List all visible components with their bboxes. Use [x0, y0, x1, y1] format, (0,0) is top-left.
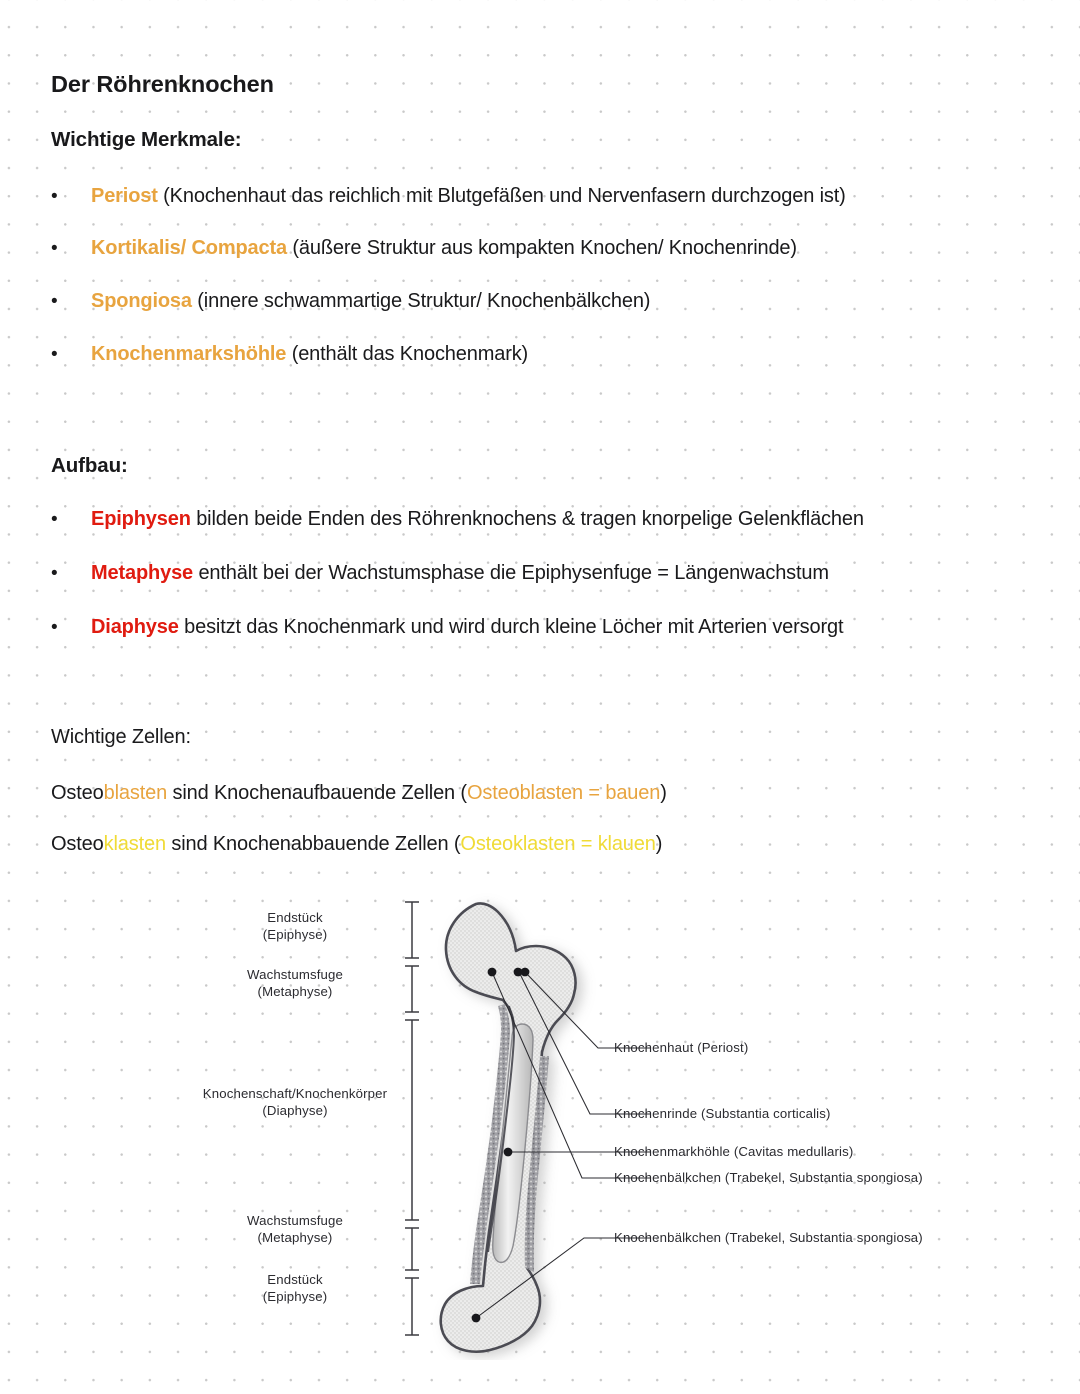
term-spongiosa-description: (innere schwammartige Struktur/ Knochenb… — [191, 290, 651, 312]
osteoklasten-mnemonic: Osteoklasten = klauen — [460, 833, 656, 855]
fig-left-label-metaphyse-top: Wachstumsfuge (Metaphyse) — [247, 967, 343, 1001]
label-line-2: (Metaphyse) — [257, 983, 333, 999]
section-heading-merkmale: Wichtige Merkmale: — [51, 128, 242, 151]
fig-left-label-diaphyse: Knochenschaft/Knochenkörper (Diaphyse) — [203, 1086, 387, 1120]
osteoblasten-middle: sind Knochenaufbauende Zellen ( — [167, 782, 467, 804]
osteoklasten-prefix: Osteo — [51, 833, 104, 855]
osteoblasten-mnemonic: Osteoblasten = bauen — [466, 782, 661, 804]
fig-left-label-epiphyse-bottom: Endstück (Epiphyse) — [263, 1272, 328, 1306]
section-heading-aufbau: Aufbau: — [51, 454, 128, 477]
fig-right-label-knochenrinde: Knochenrinde (Substantia corticalis) — [614, 1106, 831, 1121]
dot-spongiosa-distal — [471, 1313, 481, 1323]
leader-lines — [475, 971, 650, 1319]
osteoklasten-line: Osteoklasten sind Knochenabbauende Zelle… — [51, 833, 662, 856]
term-knochenmarkshoehle: Knochenmarkshöhle — [91, 343, 287, 365]
label-line-1: Endstück — [267, 1272, 323, 1287]
bone-illustration-svg — [405, 901, 650, 1353]
bullet-marker: • — [51, 291, 58, 312]
term-diaphyse: Diaphyse — [91, 616, 179, 638]
label-line-2: (Epiphyse) — [262, 926, 328, 942]
bullet-marker: • — [51, 344, 58, 365]
osteoklasten-close-paren: ) — [655, 833, 663, 855]
list-item: • Spongiosa (innere schwammartige Struktu… — [51, 290, 650, 313]
osteoblasten-close-paren: ) — [660, 782, 667, 804]
term-periost: Periost — [91, 185, 158, 207]
bone-figure: Endstück (Epiphyse) Wachstumsfuge (Metap… — [0, 880, 1080, 1360]
bullet-marker: • — [51, 563, 58, 584]
fig-right-label-knochenbaelkchen-distal: Knochenbälkchen (Trabekel, Substantia sp… — [614, 1230, 923, 1245]
term-metaphyse-description: enthält bei der Wachstumsphase die Epiph… — [193, 562, 829, 584]
fig-right-label-knochenhaut: Knochenhaut (Periost) — [614, 1040, 749, 1055]
fig-right-label-knochenbaelkchen-proximal: Knochenbälkchen (Trabekel, Substantia sp… — [614, 1170, 923, 1185]
femur-drawing — [439, 902, 577, 1353]
list-item: • Metaphyse enthält bei der Wachstumsphas… — [51, 562, 829, 585]
osteoblasten-line: Osteoblasten sind Knochenaufbauende Zell… — [51, 782, 667, 805]
term-knochenmarkshoehle-description: (enthält das Knochenmark) — [286, 343, 529, 365]
osteoklasten-middle: sind Knochenabbauende Zellen ( — [165, 833, 461, 855]
term-kortikalis-description: (äußere Struktur aus kompakten Knochen/ … — [286, 237, 797, 259]
section-heading-zellen: Wichtige Zellen: — [51, 726, 191, 748]
osteoklasten-suffix: klasten — [103, 833, 166, 855]
bullet-marker: • — [51, 186, 58, 207]
list-item: • Periost (Knochenhaut das reichlich mit … — [51, 185, 846, 208]
term-epiphysen-description: bilden beide Enden des Röhrenknochens & … — [190, 508, 864, 530]
page-title: Der Röhrenknochen — [51, 71, 274, 97]
bracket-scale — [405, 901, 419, 1336]
term-diaphyse-description: besitzt das Knochenmark und wird durch k… — [178, 616, 844, 638]
term-kortikalis: Kortikalis/ Compacta — [91, 237, 287, 259]
list-item: • Epiphysen bilden beide Enden des Röhren… — [51, 508, 864, 531]
dot-knochenrinde — [513, 967, 523, 977]
osteoblasten-suffix: blasten — [103, 782, 168, 804]
list-item: • Kortikalis/ Compacta (äußere Struktur a… — [51, 237, 797, 260]
label-line-1: Endstück — [267, 910, 323, 925]
fig-right-label-knochenmarkhoehle: Knochenmarkhöhle (Cavitas medullaris) — [614, 1144, 854, 1159]
label-line-2: (Diaphyse) — [262, 1102, 328, 1118]
leader-dots — [471, 967, 530, 1323]
label-line-1: Wachstumsfuge — [246, 1213, 344, 1228]
bullet-marker: • — [51, 238, 58, 259]
osteoblasten-prefix: Osteo — [51, 782, 104, 804]
term-epiphysen: Epiphysen — [91, 508, 191, 530]
term-spongiosa: Spongiosa — [91, 290, 192, 312]
label-line-1: Wachstumsfuge — [246, 967, 344, 982]
bullet-marker: • — [51, 509, 58, 530]
label-line-2: (Metaphyse) — [257, 1229, 333, 1245]
list-item: • Knochenmarkshöhle (enthält das Knochenm… — [51, 343, 528, 366]
term-periost-description: (Knochenhaut das reichlich mit Blutgefäß… — [157, 185, 846, 207]
fig-left-label-epiphyse-top: Endstück (Epiphyse) — [263, 910, 328, 944]
dot-knochenhaut — [520, 967, 530, 977]
label-line-1: Knochenschaft/Knochenkörper — [202, 1086, 388, 1101]
dot-knochenmarkhoehle — [503, 1147, 513, 1157]
dot-spongiosa-proximal — [487, 967, 497, 977]
fig-left-label-metaphyse-bottom: Wachstumsfuge (Metaphyse) — [247, 1213, 343, 1247]
list-item: • Diaphyse besitzt das Knochenmark und wi… — [51, 616, 844, 639]
term-metaphyse: Metaphyse — [91, 562, 194, 584]
bullet-marker: • — [51, 617, 58, 638]
label-line-2: (Epiphyse) — [262, 1288, 328, 1304]
